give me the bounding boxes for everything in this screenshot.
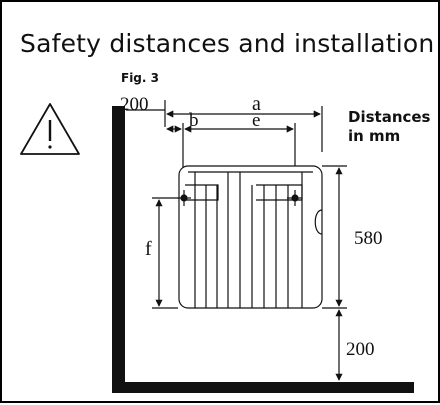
floor-clearance-label: 200 <box>346 339 375 360</box>
figure-label: Fig. 3 <box>121 71 159 85</box>
page-title: Safety distances and installation <box>20 29 435 58</box>
height-label: 580 <box>354 228 383 249</box>
dimension-b-label: b <box>189 110 199 131</box>
mounting-point-left <box>177 190 191 206</box>
mounting-point-right <box>287 190 302 206</box>
radiator <box>178 165 323 309</box>
dimension-f-label: f <box>145 238 152 260</box>
dimension-a-label: a <box>252 93 261 115</box>
warning-triangle-icon <box>20 103 80 155</box>
wall-top-clearance-label: 200 <box>120 94 149 115</box>
distances-label-line1: Distances <box>348 108 431 126</box>
distances-label-line2: in mm <box>348 127 400 145</box>
dimension-lines <box>126 100 323 170</box>
dimension-e-label: e <box>252 110 260 131</box>
